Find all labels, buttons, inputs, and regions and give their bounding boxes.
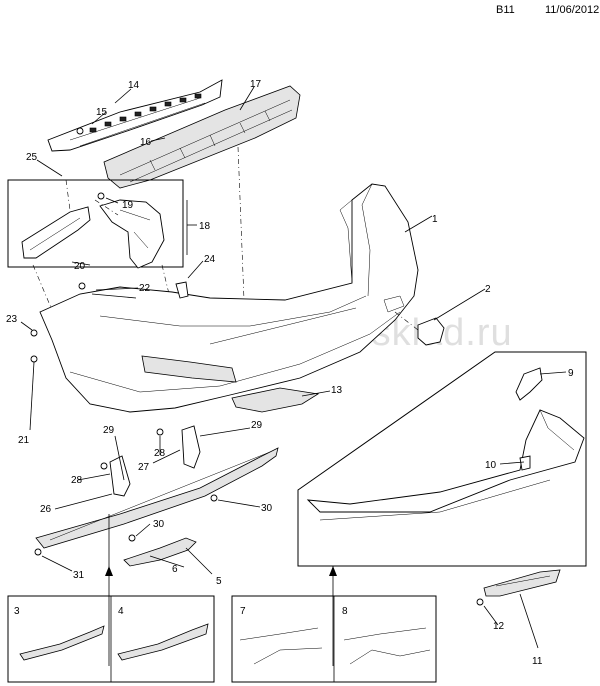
- callout-25: 25: [26, 152, 38, 163]
- callout-3: 3: [14, 606, 20, 617]
- callout-6: 6: [172, 564, 178, 575]
- callout-20: 20: [74, 261, 86, 272]
- leader-lines: [20, 86, 567, 649]
- inset-arrow-right: [329, 566, 337, 666]
- upper-reinforcement-bar: [47, 79, 223, 152]
- fastener-21: [30, 355, 38, 363]
- callout-22: 22: [139, 283, 151, 294]
- inset-arrow-left: [105, 514, 113, 666]
- trim-variant-4: [117, 623, 209, 661]
- callout-10: 10: [485, 460, 497, 471]
- trim-variant-7-line-a: [239, 627, 319, 641]
- callout-13: 13: [331, 385, 343, 396]
- callout-27: 27: [138, 462, 150, 473]
- callout-29-left: 29: [103, 425, 115, 436]
- callout-26: 26: [40, 504, 52, 515]
- callout-4: 4: [118, 606, 124, 617]
- callout-7: 7: [240, 606, 246, 617]
- callout-8: 8: [342, 606, 348, 617]
- lower-trim-strip: [35, 447, 279, 549]
- guide-line-17: [237, 146, 245, 301]
- callout-31: 31: [73, 570, 85, 581]
- callout-17: 17: [250, 79, 262, 90]
- callout-28-upper: 28: [154, 448, 166, 459]
- callout-labels: 1 2 3 4 5 6 7 8 9 10 11 12 13 14 15 16 1…: [6, 79, 574, 667]
- callout-24: 24: [204, 254, 216, 265]
- callout-5: 5: [216, 576, 222, 587]
- side-bracket-left: [21, 206, 91, 259]
- clip-31: [34, 548, 42, 556]
- callout-14: 14: [128, 80, 140, 91]
- diagram-code: B11: [496, 4, 515, 16]
- clip-12: [476, 598, 484, 606]
- side-bracket-right: [99, 199, 165, 269]
- callout-30-right: 30: [261, 503, 273, 514]
- trim-variant-7-line-b: [253, 647, 323, 665]
- clip-30-upper: [210, 494, 218, 502]
- trim-bracket-28: [109, 455, 131, 497]
- trim-variant-8-line-a: [343, 627, 427, 641]
- callout-19: 19: [122, 200, 134, 211]
- guide-line-box-a: [32, 264, 53, 311]
- rear-bumper-cover: [39, 183, 419, 413]
- clip-28-lower: [100, 462, 108, 470]
- diagram-date: 11/06/2012: [545, 4, 600, 16]
- callout-23: 23: [6, 314, 18, 325]
- clip-19: [97, 192, 105, 200]
- guide-line-19: [94, 199, 119, 216]
- clip-15: [76, 127, 84, 135]
- callout-15: 15: [96, 107, 108, 118]
- energy-absorber: [103, 85, 301, 189]
- callout-1: 1: [432, 214, 438, 225]
- callout-30-lower: 30: [153, 519, 165, 530]
- callout-16: 16: [140, 137, 152, 148]
- callout-11: 11: [532, 656, 543, 667]
- fastener-23: [30, 329, 38, 337]
- lower-reflector-5: [123, 537, 197, 567]
- callout-28-lower: 28: [71, 475, 83, 486]
- callout-9: 9: [568, 368, 574, 379]
- bracket-group-frame: [7, 179, 184, 268]
- callout-12: 12: [493, 621, 505, 632]
- callout-21: 21: [18, 435, 30, 446]
- guide-line-25: [65, 179, 71, 211]
- fastener-22: [78, 282, 86, 290]
- trim-variant-3: [19, 625, 105, 661]
- clip-28-upper: [156, 428, 164, 436]
- guide-line-2: [394, 311, 419, 331]
- mounting-bracket-11: [483, 569, 561, 597]
- callout-2: 2: [485, 284, 491, 295]
- lower-cover-detail-box: [297, 351, 587, 567]
- clip-30-lower: [128, 534, 136, 542]
- cover-clip-2: [417, 317, 445, 346]
- callout-29-right: 29: [251, 420, 263, 431]
- bracket-24: [175, 281, 189, 299]
- reflector-strip: [231, 387, 320, 413]
- trim-bracket-27: [181, 425, 201, 469]
- callout-18: 18: [199, 221, 211, 232]
- trim-variant-8-line-b: [349, 649, 431, 665]
